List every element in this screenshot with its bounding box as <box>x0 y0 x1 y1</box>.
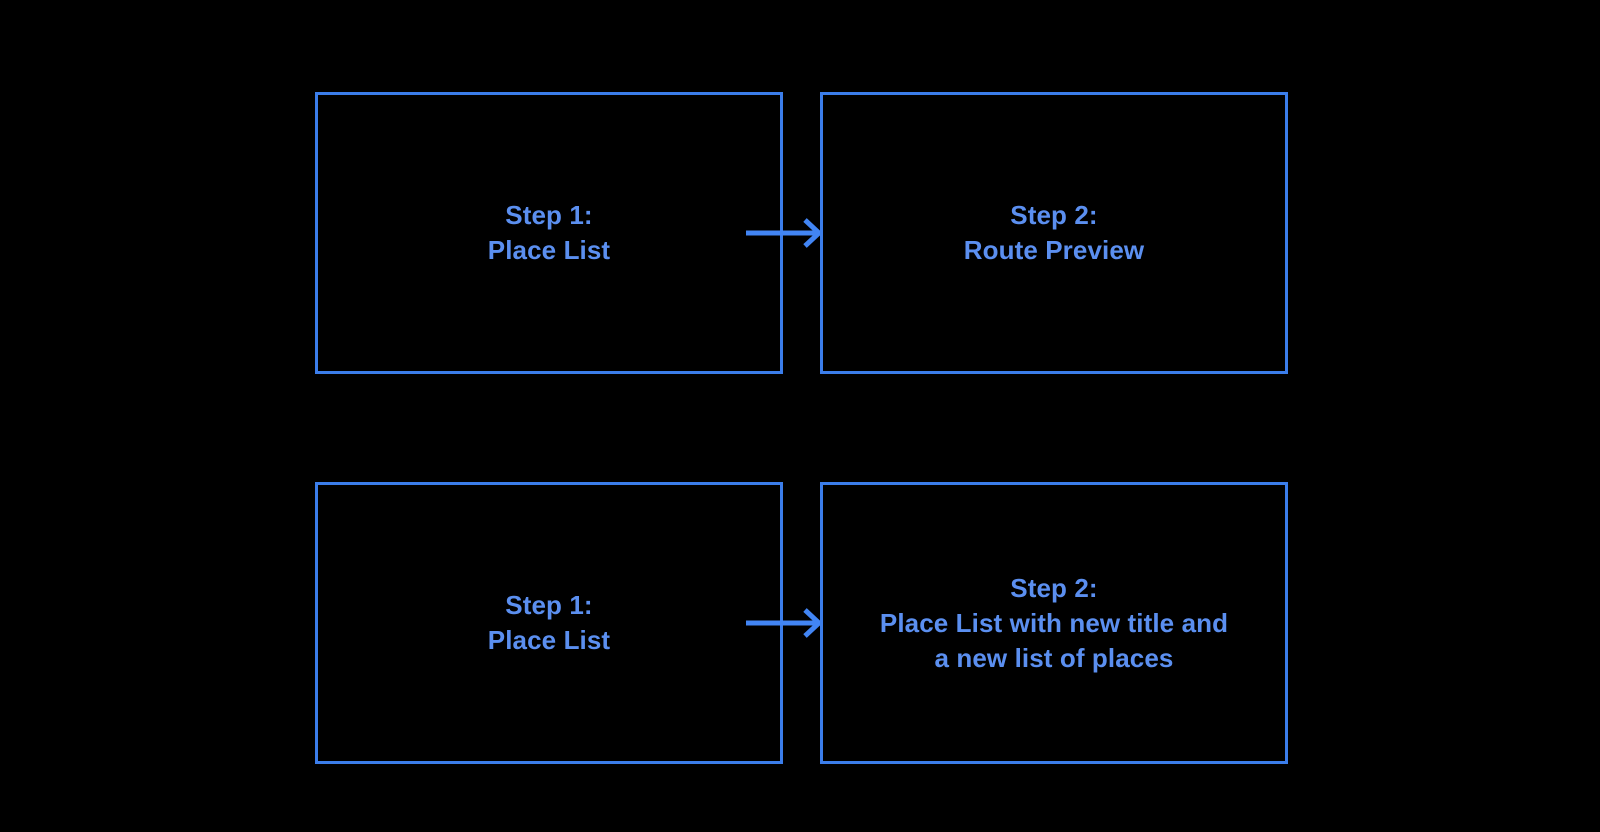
step-box-label: Step 1: Place List <box>487 200 611 265</box>
step-box-step-1-place-list[interactable]: Step 1: Place List <box>315 92 783 374</box>
step-box-label: Step 2: Route Preview <box>963 200 1145 265</box>
flow-row-new-place-list: Step 1: Place List Step 2: Place List wi… <box>0 482 1600 764</box>
step-box-step-1-place-list-2[interactable]: Step 1: Place List <box>315 482 783 764</box>
step-box-label: Step 2: Place List with new title and a … <box>879 572 1229 673</box>
step-box-step-2-new-place-list[interactable]: Step 2: Place List with new title and a … <box>820 482 1288 764</box>
flow-row-route-preview: Step 1: Place List Step 2: Route Preview <box>0 92 1600 374</box>
step-box-step-2-route-preview[interactable]: Step 2: Route Preview <box>820 92 1288 374</box>
step-box-label: Step 1: Place List <box>487 590 611 655</box>
